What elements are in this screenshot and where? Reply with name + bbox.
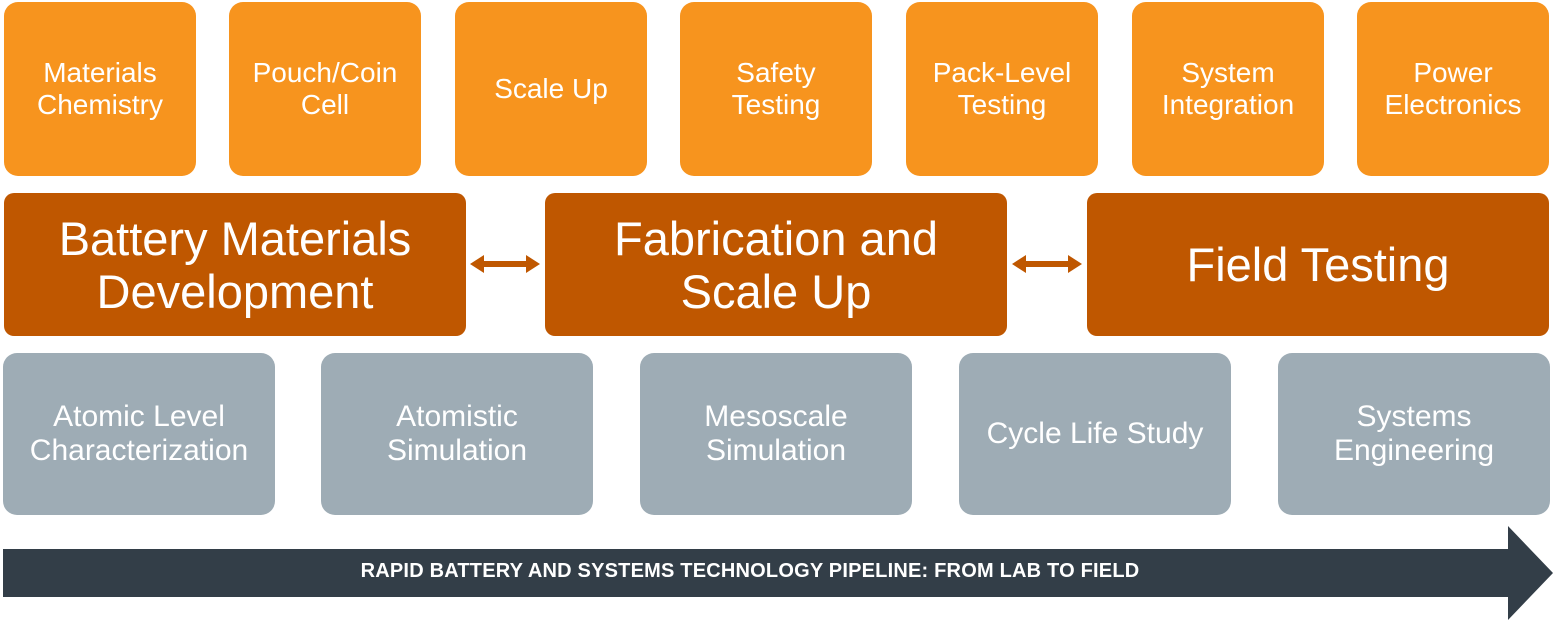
stage-battery-materials-development: Battery Materials Development — [4, 193, 466, 336]
safety-testing-box: Safety Testing — [680, 2, 872, 176]
box-label: Mesoscale Simulation — [704, 400, 848, 467]
box-label: Scale Up — [494, 73, 608, 104]
pouch-coin-cell-box: Pouch/Coin Cell — [229, 2, 421, 176]
box-label: Pack-Level Testing — [932, 57, 1072, 120]
double-arrow-icon — [470, 255, 540, 273]
box-label: System Integration — [1161, 57, 1295, 120]
pipeline-label: RAPID BATTERY AND SYSTEMS TECHNOLOGY PIP… — [360, 560, 1140, 582]
atomistic-simulation-box: Atomistic Simulation — [321, 353, 593, 515]
box-label: Systems Engineering — [1333, 400, 1495, 467]
materials-chemistry-box: Materials Chemistry — [4, 2, 196, 176]
box-label: Atomistic Simulation — [386, 400, 528, 467]
system-integration-box: System Integration — [1132, 2, 1324, 176]
stage-fabrication-and-scale-up: Fabrication and Scale Up — [545, 193, 1007, 336]
box-label: Power Electronics — [1384, 57, 1522, 120]
systems-engineering-box: Systems Engineering — [1278, 353, 1550, 515]
mesoscale-simulation-box: Mesoscale Simulation — [640, 353, 912, 515]
double-arrow-icon — [1012, 255, 1082, 273]
box-label: Safety Testing — [731, 57, 821, 120]
pack-level-testing-box: Pack-Level Testing — [906, 2, 1098, 176]
stage-label: Field Testing — [1186, 238, 1450, 291]
box-label: Atomic Level Characterization — [29, 400, 249, 467]
box-label: Pouch/Coin Cell — [252, 57, 398, 120]
box-label: Cycle Life Study — [986, 417, 1204, 450]
stage-field-testing: Field Testing — [1087, 193, 1549, 336]
stage-label: Battery Materials Development — [58, 211, 412, 318]
box-label: Materials Chemistry — [36, 57, 163, 120]
power-electronics-box: Power Electronics — [1357, 2, 1549, 176]
scale-up-box: Scale Up — [455, 2, 647, 176]
cycle-life-study-box: Cycle Life Study — [959, 353, 1231, 515]
atomic-level-characterization-box: Atomic Level Characterization — [3, 353, 275, 515]
stage-label: Fabrication and Scale Up — [614, 211, 938, 318]
pipeline-arrow — [3, 526, 1553, 620]
